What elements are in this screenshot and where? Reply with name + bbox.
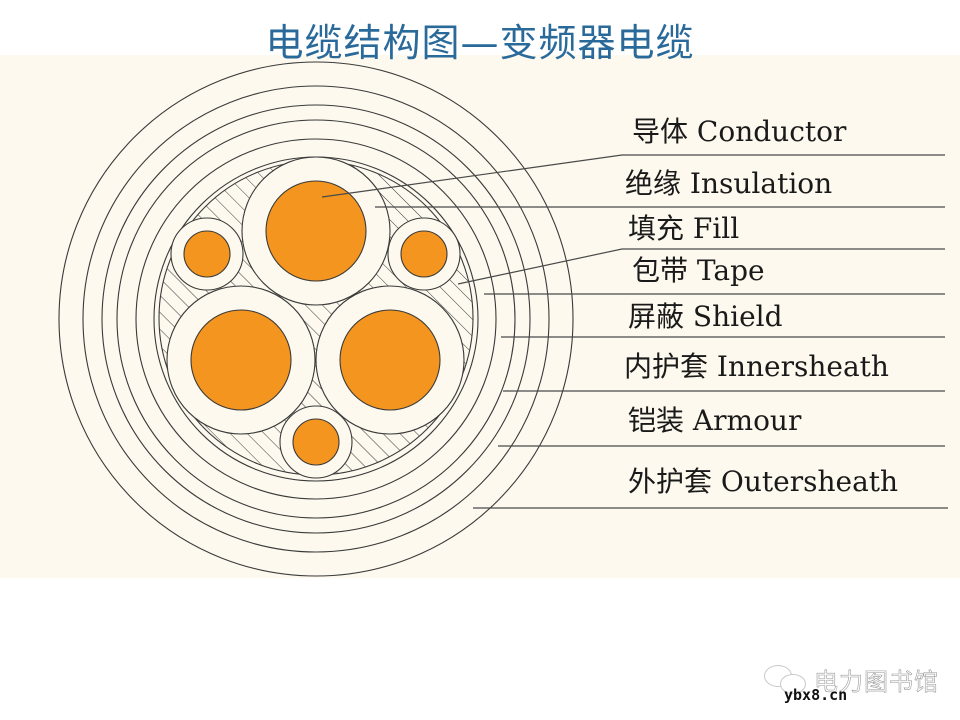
conductor-small-left	[183, 230, 231, 278]
conductor-top	[265, 180, 367, 282]
shield-ring	[135, 138, 497, 500]
label-cn: 屏蔽	[628, 300, 685, 333]
conductor-bottom-left	[190, 309, 292, 411]
leader-conductor	[321, 154, 945, 198]
label-cn: 导体	[632, 115, 689, 148]
wechat-icon	[764, 664, 808, 695]
label-en: Outersheath	[720, 465, 899, 498]
label-en: Armour	[692, 404, 802, 437]
label-fill: 填充 Fill	[628, 215, 739, 243]
label-armour: 铠装 Armour	[628, 407, 801, 435]
armour-ring-outer	[82, 85, 550, 553]
page-title: 电缆结构图—变频器电缆	[265, 21, 695, 65]
label-en: Insulation	[689, 167, 833, 200]
cores	[166, 156, 465, 479]
label-en: Innersheath	[716, 350, 889, 383]
armour-ring-inner	[101, 104, 531, 534]
leader-fill	[457, 248, 945, 285]
conductor-small-bottom	[292, 418, 340, 466]
label-en: Conductor	[696, 115, 847, 148]
conductor-small-right	[400, 230, 448, 278]
outer-rings	[58, 61, 574, 577]
label-cn: 外护套	[628, 465, 713, 498]
label-en: Shield	[692, 300, 783, 333]
label-cn: 填充	[628, 212, 685, 245]
label-outersheath: 外护套 Outersheath	[628, 468, 898, 496]
label-tape: 包带 Tape	[632, 257, 765, 285]
label-cn: 包带	[632, 254, 689, 287]
label-cn: 内护套	[624, 350, 709, 383]
label-cn: 铠装	[628, 404, 685, 437]
label-en: Tape	[696, 254, 765, 287]
label-innersheath: 内护套 Innersheath	[624, 353, 889, 381]
leader-lines	[321, 154, 948, 509]
watermark: 电力图书馆	[764, 662, 939, 697]
innersheath-ring	[116, 119, 516, 519]
label-conductor: 导体 Conductor	[632, 118, 846, 146]
outersheath-ring	[58, 61, 574, 577]
conductor-bottom-right	[339, 309, 441, 411]
label-shield: 屏蔽 Shield	[628, 303, 783, 331]
watermark-url: ybx8.cn	[784, 686, 848, 704]
label-cn: 绝缘	[625, 167, 682, 200]
watermark-text: 电力图书馆	[814, 668, 939, 697]
label-en: Fill	[692, 212, 740, 245]
label-insulation: 绝缘 Insulation	[625, 170, 832, 198]
